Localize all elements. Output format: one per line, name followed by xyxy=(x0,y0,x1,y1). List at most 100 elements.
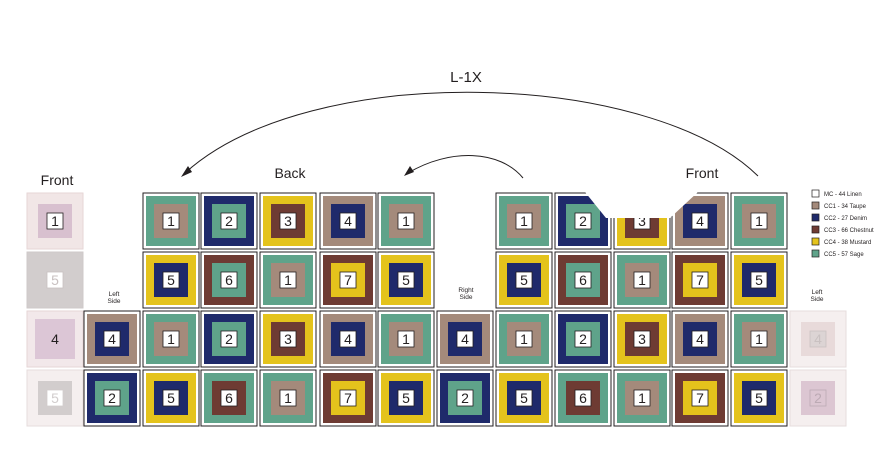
block-center xyxy=(162,271,180,289)
legend-item: CC3 - 66 Chestnut xyxy=(811,225,874,234)
quilt-block: 1 xyxy=(377,192,435,250)
quilt-block: 4 xyxy=(83,310,141,368)
block-number: 5 xyxy=(755,272,763,288)
block-center xyxy=(809,389,827,407)
block-center xyxy=(46,212,64,230)
block-center xyxy=(397,271,415,289)
quilt-block: 7 xyxy=(319,251,377,309)
quilt-block: 4 xyxy=(436,310,494,368)
legend-swatch xyxy=(811,213,820,222)
label-back: Back xyxy=(274,165,306,181)
quilt-block: 5 xyxy=(26,251,84,309)
block-center xyxy=(220,389,238,407)
block-number: 2 xyxy=(225,213,233,229)
block-center xyxy=(633,330,651,348)
block-center xyxy=(691,212,709,230)
block-center xyxy=(339,330,357,348)
label-right-side: Right xyxy=(458,287,473,294)
block-number: 7 xyxy=(344,272,352,288)
block-number: 1 xyxy=(402,331,410,347)
block-center xyxy=(162,330,180,348)
block-center xyxy=(220,271,238,289)
quilt-block: 6 xyxy=(200,251,258,309)
block-number: 6 xyxy=(225,272,233,288)
quilt-block: 5 xyxy=(495,369,553,427)
legend-item: CC1 - 34 Taupe xyxy=(811,201,867,210)
quilt-block: 2 xyxy=(200,310,258,368)
quilt-block: 1 xyxy=(495,310,553,368)
block-number: 2 xyxy=(461,390,469,406)
block-center xyxy=(750,330,768,348)
block-number: 2 xyxy=(108,390,116,406)
block-number: 7 xyxy=(344,390,352,406)
block-number: 5 xyxy=(520,390,528,406)
quilt-block: 6 xyxy=(554,369,612,427)
legend-label: CC5 - 57 Sage xyxy=(824,252,864,258)
block-center xyxy=(515,271,533,289)
block-number: 1 xyxy=(167,331,175,347)
legend-label: CC1 - 34 Taupe xyxy=(824,204,867,210)
quilt-block: 1 xyxy=(259,369,317,427)
block-center xyxy=(279,271,297,289)
quilt-block: 1 xyxy=(377,310,435,368)
label-left-side-1b: Side xyxy=(107,298,120,305)
quilt-block: 5 xyxy=(495,251,553,309)
block-center xyxy=(103,330,121,348)
block-center xyxy=(809,330,827,348)
legend-swatch xyxy=(811,201,820,210)
block-center xyxy=(279,330,297,348)
block-number: 5 xyxy=(167,272,175,288)
block-center xyxy=(162,212,180,230)
quilt-block: 5 xyxy=(142,251,200,309)
block-number: 1 xyxy=(284,390,292,406)
block-center xyxy=(397,212,415,230)
quilt-block: 4 xyxy=(26,310,84,368)
block-center xyxy=(574,330,592,348)
block-number: 4 xyxy=(344,213,352,229)
quilt-block: 7 xyxy=(319,369,377,427)
block-number: 2 xyxy=(225,331,233,347)
quilt-block: 6 xyxy=(554,251,612,309)
block-number: 4 xyxy=(814,331,822,347)
big-arc-arrowhead xyxy=(181,166,192,177)
label-left-side-1: Left xyxy=(109,291,120,298)
block-number: 2 xyxy=(579,331,587,347)
block-number: 3 xyxy=(638,213,646,229)
block-number: 1 xyxy=(755,213,763,229)
block-number: 6 xyxy=(579,390,587,406)
quilt-block: 7 xyxy=(671,251,729,309)
label-left-side-2b: Side xyxy=(810,296,823,303)
block-center xyxy=(574,212,592,230)
block-number: 1 xyxy=(284,272,292,288)
block-center xyxy=(46,389,64,407)
block-center xyxy=(220,212,238,230)
block-number: 1 xyxy=(638,272,646,288)
block-center xyxy=(691,271,709,289)
quilt-block: 1 xyxy=(495,192,553,250)
legend-item: MC - 44 Linen xyxy=(811,189,862,198)
quilt-block: 1 xyxy=(613,251,671,309)
quilt-block: 2 xyxy=(83,369,141,427)
quilt-block: 7 xyxy=(671,369,729,427)
block-center xyxy=(633,271,651,289)
block-center xyxy=(633,389,651,407)
quilt-block: 1 xyxy=(259,251,317,309)
block-number: 7 xyxy=(696,390,704,406)
block-number: 3 xyxy=(284,331,292,347)
legend-swatch xyxy=(811,189,820,198)
legend-swatch xyxy=(811,237,820,246)
block-center xyxy=(397,389,415,407)
big-arc-arrow xyxy=(184,91,759,177)
quilt-block: 4 xyxy=(671,310,729,368)
label-left-side-2: Left xyxy=(812,289,823,296)
block-center xyxy=(456,330,474,348)
block-number: 3 xyxy=(284,213,292,229)
quilt-block: 1 xyxy=(142,310,200,368)
label-right-side-b: Side xyxy=(459,294,472,301)
quilt-block: 5 xyxy=(377,369,435,427)
block-number: 1 xyxy=(51,213,59,229)
quilt-block: 4 xyxy=(319,310,377,368)
quilt-block: 1 xyxy=(730,192,788,250)
